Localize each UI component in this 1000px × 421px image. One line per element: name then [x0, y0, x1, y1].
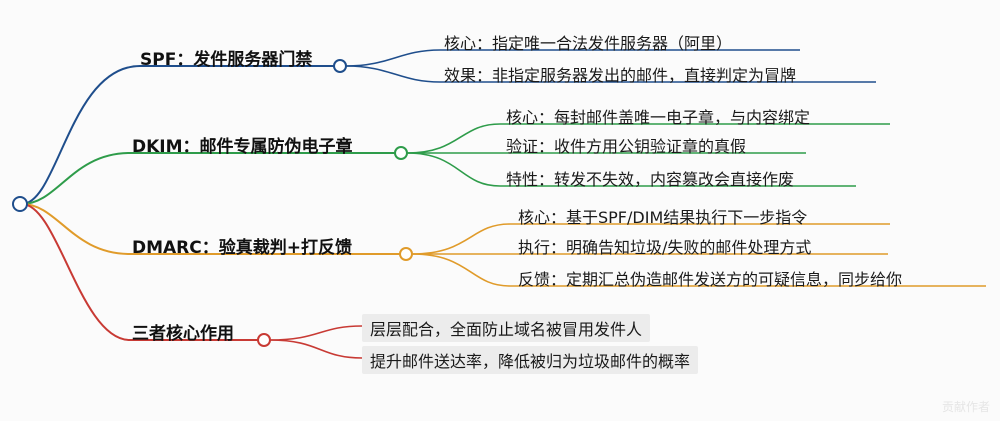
- link-spf-leaf-1: [345, 49, 800, 67]
- branch-dmarc-title[interactable]: DMARC：验真裁判+打反馈: [132, 238, 352, 258]
- link-summary-leaf-1: [269, 325, 363, 341]
- spf-node-dot[interactable]: [333, 59, 347, 73]
- branch-summary-title[interactable]: 三者核心作用: [132, 324, 234, 344]
- link-root-spf: [21, 65, 141, 205]
- dkim-node-dot[interactable]: [394, 146, 408, 160]
- dkim-leaf-feature[interactable]: 特性：转发不失效，内容篡改会直接作废: [506, 170, 795, 189]
- dkim-leaf-verify[interactable]: 验证：收件方用公钥验证章的真假: [506, 137, 747, 156]
- link-dkim-leaf-3: [406, 152, 856, 187]
- summary-leaf-delivery[interactable]: 提升邮件送达率，降低被归为垃圾邮件的概率: [362, 346, 699, 374]
- link-dmarc-leaf-1: [411, 223, 890, 255]
- branch-dkim-title[interactable]: DKIM：邮件专属防伪电子章: [132, 137, 353, 157]
- dkim-leaf-core[interactable]: 核心：每封邮件盖唯一电子章，与内容绑定: [506, 108, 811, 127]
- branch-spf-title[interactable]: SPF：发件服务器门禁: [140, 50, 313, 70]
- dmarc-node-dot[interactable]: [399, 247, 413, 261]
- watermark: 贡献作者: [941, 400, 990, 414]
- link-spf-leaf-2: [345, 65, 876, 83]
- summary-node-dot[interactable]: [257, 333, 271, 347]
- spf-leaf-effect[interactable]: 效果：非指定服务器发出的邮件，直接判定为冒牌: [444, 66, 797, 85]
- spf-leaf-core[interactable]: 核心：指定唯一合法发件服务器（阿里）: [444, 34, 733, 53]
- dmarc-leaf-execute[interactable]: 执行：明确告知垃圾/失败的邮件处理方式: [518, 238, 812, 257]
- link-root-dmarc: [21, 203, 131, 255]
- link-dmarc-leaf-3: [411, 253, 986, 287]
- link-root-summary: [21, 203, 131, 341]
- dmarc-leaf-feedback[interactable]: 反馈：定期汇总伪造邮件发送方的可疑信息，同步给你: [518, 270, 903, 289]
- root-node[interactable]: [12, 196, 28, 212]
- link-summary-leaf-2: [269, 339, 363, 359]
- summary-leaf-cooperate[interactable]: 层层配合，全面防止域名被冒用发件人: [362, 314, 651, 342]
- link-root-dkim: [21, 152, 131, 205]
- link-dkim-leaf-1: [406, 123, 890, 154]
- dmarc-leaf-core[interactable]: 核心：基于SPF/DIM结果执行下一步指令: [518, 208, 808, 227]
